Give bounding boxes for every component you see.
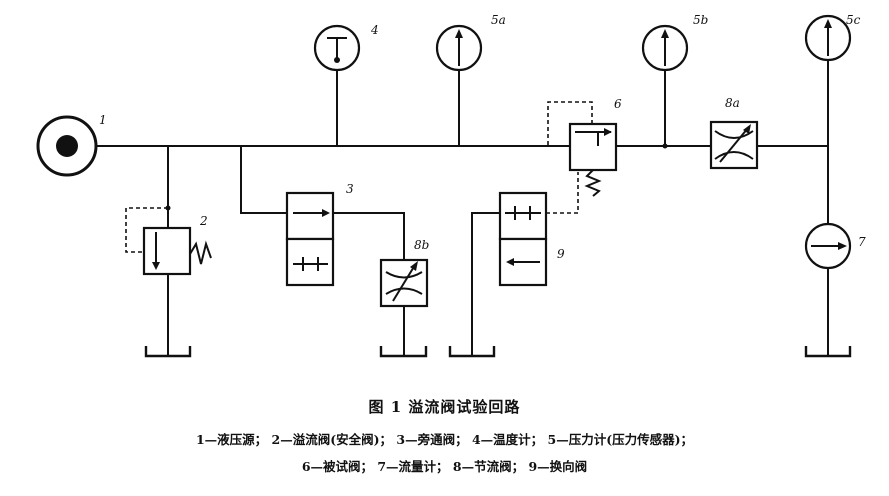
label-5b: 5b [693,13,708,27]
label-6: 6 [614,97,622,111]
valve-under-test [547,101,618,197]
label-9: 9 [557,247,565,261]
bypass-valve [240,146,405,287]
directional-valve [448,172,579,358]
label-2: 2 [199,214,208,228]
pressure-gauge-5a [435,24,483,146]
throttle-valve-8a [709,120,759,170]
label-8b: 8b [414,238,429,252]
hydraulic-source-symbol [36,115,98,177]
thermometer [313,24,361,146]
throttle-valve-8b [379,258,429,358]
safety-relief-valve [125,146,212,358]
label-4: 4 [370,23,379,37]
pressure-gauge-5c [804,14,852,146]
label-1: 1 [99,113,107,127]
figure-title: 图 1 溢流阀试验回路 [368,398,521,416]
flow-meter [804,146,852,358]
legend-line-1: 1—液压源； 2—溢流阀(安全阀)； 3—旁通阀； 4—温度计； 5—压力计(压… [195,432,694,447]
label-5a: 5a [491,13,506,27]
label-5c: 5c [846,13,861,27]
label-7: 7 [858,235,866,249]
label-8a: 8a [725,96,740,110]
pressure-gauge-5b [641,24,689,149]
label-3: 3 [346,182,354,196]
hydraulic-circuit-diagram: 1 2 3 8b [36,13,866,358]
legend-line-2: 6—被试阀； 7—流量计； 8—节流阀； 9—换向阀 [301,459,588,474]
